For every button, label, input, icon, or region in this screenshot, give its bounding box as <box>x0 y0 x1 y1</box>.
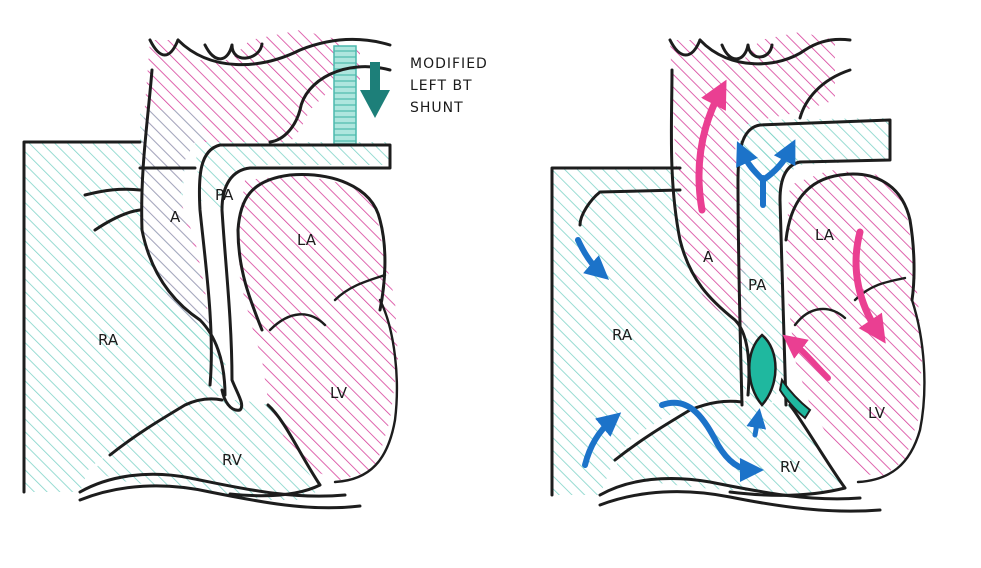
left-upper-vessel-band <box>195 142 390 210</box>
right-panel: A PA LA RA LV RV <box>550 32 926 513</box>
left-panel: A PA LA RA LV RV MODIFIED LEFT BT SHUNT <box>22 30 488 510</box>
right-la-lv-region <box>786 170 922 478</box>
left-outline-aortic-arch <box>176 37 392 144</box>
left-la-lv-region <box>238 175 398 480</box>
right-outline-pa-column <box>736 118 892 407</box>
left-bt-shunt-rings <box>334 46 356 144</box>
left-label-aorta: A <box>170 208 181 226</box>
left-outline-la <box>236 173 387 332</box>
left-outline-pa-trunk <box>197 143 392 412</box>
left-aorta-lower-hatch <box>140 110 212 380</box>
right-rv-region <box>615 400 845 495</box>
left-outline-septum <box>228 403 322 498</box>
left-outline-outer <box>22 140 197 494</box>
right-label-la: LA <box>815 226 835 244</box>
left-outline-rv <box>78 397 362 510</box>
left-label-rv: RV <box>222 451 243 469</box>
right-outline-outer <box>550 166 682 497</box>
right-blue-arrow-ra-lower <box>582 412 622 468</box>
right-outline-la <box>784 172 916 302</box>
right-pink-arrow-aorta <box>695 79 727 214</box>
left-shunt-arrow <box>360 62 390 118</box>
right-pink-arrow-lv <box>782 334 831 381</box>
right-blue-arrow-rv-flow <box>659 399 764 482</box>
right-label-ra: RA <box>612 326 633 344</box>
right-label-pa: PA <box>748 276 767 294</box>
left-outline-lv <box>268 273 399 484</box>
right-pink-arrow-la <box>852 228 886 344</box>
left-label-ra: RA <box>98 331 119 349</box>
right-outline-aorta <box>668 38 774 397</box>
right-pulmonary-valve <box>748 333 777 407</box>
right-blue-arrow-ra-upper <box>575 237 610 280</box>
right-blue-arrow-pa-branch-right <box>760 139 796 183</box>
right-pa-column-region <box>740 128 784 405</box>
right-outline-septum <box>728 403 847 497</box>
right-vsd-patch <box>778 377 812 420</box>
shunt-annotation-line3: SHUNT <box>410 100 464 116</box>
left-label-lv: LV <box>330 384 348 402</box>
shunt-annotation-line1: MODIFIED <box>410 56 488 72</box>
left-right-atrium-region <box>24 142 226 492</box>
shunt-annotation-line2: LEFT BT <box>410 78 473 94</box>
left-outline-ra-top <box>83 187 142 232</box>
right-label-rv: RV <box>780 458 801 476</box>
right-label-lv: LV <box>868 404 886 422</box>
left-label-la: LA <box>297 231 317 249</box>
right-outline-aortic-arch <box>698 37 852 120</box>
left-outline-aorta <box>140 38 264 397</box>
right-label-aorta: A <box>703 248 714 266</box>
left-label-pa: PA <box>215 186 234 204</box>
right-blue-arrow-rv-up <box>746 408 767 438</box>
